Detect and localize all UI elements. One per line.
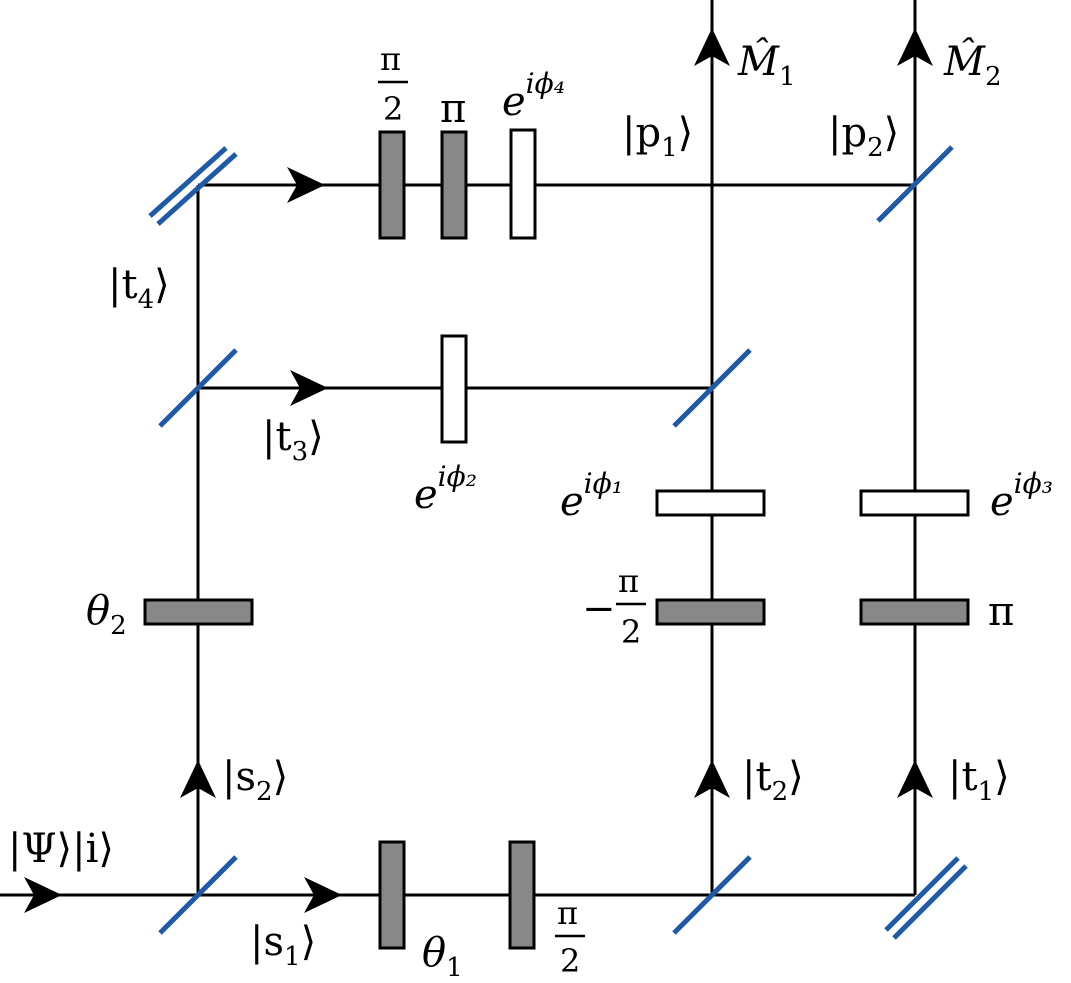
arrow-input-right — [24, 877, 62, 913]
labels: |Ψ⟩|i⟩ |s1⟩ |s2⟩ |t2⟩ |t1⟩ |t3⟩ |t4⟩ |p1… — [8, 39, 1053, 983]
mirror-double-bottom-right-b — [892, 864, 968, 940]
label-theta1: θ1 — [422, 930, 463, 983]
label-s2: |s2⟩ — [222, 754, 288, 807]
beam-splitter-p1 — [672, 348, 752, 428]
phase-phi1 — [655, 489, 766, 517]
svg-text:−: − — [582, 586, 616, 632]
label-t1: |t1⟩ — [948, 754, 1010, 807]
label-p1: |p1⟩ — [622, 110, 693, 163]
label-pi-over-2-bottom: π 2 — [555, 894, 585, 980]
arrow-s2-up — [180, 760, 216, 798]
arrow-t2-up — [694, 760, 730, 798]
plate-pi-over-2-bottom — [508, 840, 536, 950]
beam-splitter-p2 — [876, 145, 954, 223]
arrow-t1-up — [897, 760, 933, 798]
svg-text:2: 2 — [621, 613, 641, 651]
plate-pi-over-2-top — [378, 130, 406, 240]
svg-text:2: 2 — [383, 90, 403, 128]
svg-text:π: π — [618, 562, 639, 600]
label-phi2: eiϕ₂ — [414, 460, 477, 518]
beam-splitter-input — [158, 855, 238, 935]
plate-theta2 — [143, 598, 254, 626]
svg-text:π: π — [380, 40, 401, 78]
mirrors — [148, 145, 968, 940]
label-phi1: eiϕ₁ — [560, 467, 623, 525]
label-theta2: θ2 — [86, 588, 127, 641]
label-m1: M̂1 — [737, 39, 796, 92]
plate-theta1 — [378, 840, 406, 950]
phase-phi4 — [509, 128, 537, 240]
mirror-double-bottom-right-a — [884, 856, 960, 932]
label-pi-right: π — [988, 589, 1014, 635]
mirror-double-top-left-b — [156, 152, 238, 226]
arrow-t4-right — [287, 167, 325, 203]
label-pi-over-2-top: π 2 — [378, 40, 408, 128]
beam-splitter-t2 — [672, 855, 752, 935]
plates — [143, 128, 970, 950]
label-phi4: eiϕ₄ — [502, 67, 565, 125]
label-t4: |t4⟩ — [108, 262, 170, 315]
svg-text:π: π — [557, 894, 578, 932]
plate-minus-pi-over-2 — [655, 598, 766, 626]
label-t2: |t2⟩ — [742, 754, 804, 807]
phase-phi2 — [440, 334, 468, 444]
svg-text:2: 2 — [560, 942, 580, 980]
label-pi-top: π — [440, 86, 466, 132]
arrow-m2-up — [897, 28, 933, 66]
arrow-s1-right — [304, 877, 342, 913]
label-p2: |p2⟩ — [828, 110, 899, 163]
label-minus-pi-over-2: − π 2 — [582, 562, 646, 651]
label-phi3: eiϕ₃ — [990, 467, 1053, 525]
arrow-m1-up — [694, 28, 730, 66]
mirror-double-top-left-a — [148, 146, 228, 218]
label-input-state: |Ψ⟩|i⟩ — [8, 826, 114, 872]
plate-pi-top — [440, 130, 468, 240]
plate-pi-right — [859, 598, 970, 626]
label-t3: |t3⟩ — [262, 414, 324, 467]
phase-phi3 — [859, 489, 970, 517]
label-s1: |s1⟩ — [250, 919, 316, 972]
arrow-t3-right — [290, 370, 328, 406]
label-m2: M̂2 — [943, 39, 1002, 92]
beam-splitter-t3 — [158, 348, 238, 428]
arrowheads — [24, 28, 933, 913]
